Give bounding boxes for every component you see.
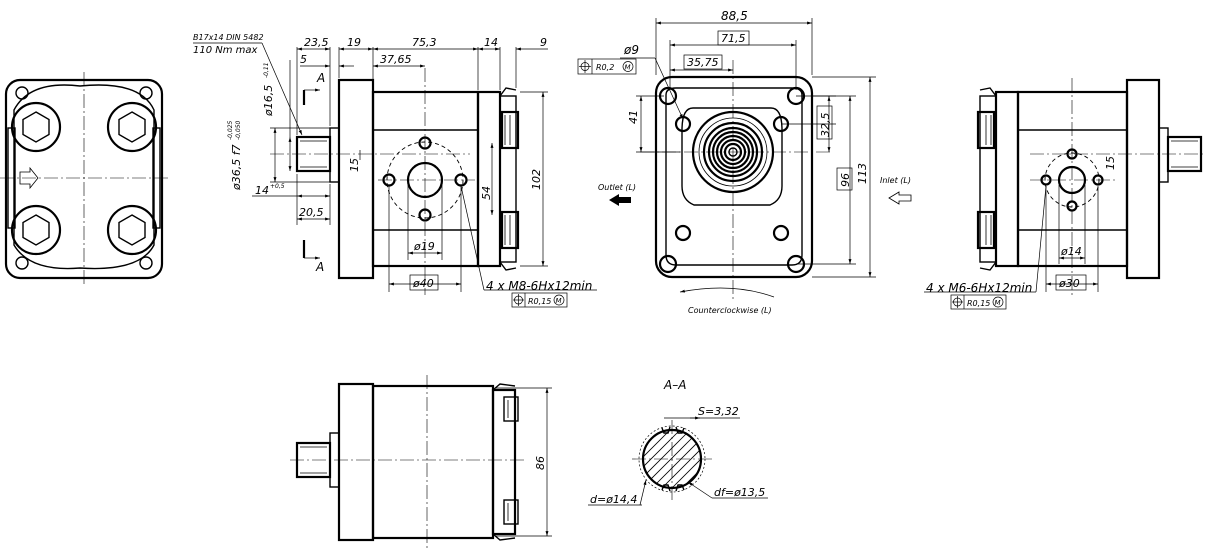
- dim-14-05-tol: +0,5: [270, 183, 285, 190]
- svg-text:M: M: [995, 299, 1001, 307]
- dim-phi14: ø14: [1060, 245, 1082, 258]
- dim-32-5: 32,5: [819, 113, 832, 138]
- section-title: A–A: [663, 378, 686, 392]
- dim-phi30: ø30: [1058, 277, 1080, 290]
- bolt-head-tr: [106, 101, 158, 153]
- position-tolerance-left: R0,15 M: [511, 292, 568, 308]
- dim-phi36-5: ø36,5 f7: [230, 144, 243, 191]
- thread-right: 4 x M6-6Hx12min: [926, 281, 1032, 295]
- dim-54: 54: [480, 186, 493, 200]
- svg-text:M: M: [625, 64, 631, 72]
- df-value: df=ø13,5: [714, 486, 765, 499]
- dim-71-5: 71,5: [721, 32, 746, 45]
- dim-35-75: 35,75: [687, 56, 719, 69]
- svg-text:R0,15: R0,15: [528, 297, 551, 306]
- d-value: d=ø14,4: [590, 493, 637, 506]
- inlet-arrow-icon: [888, 191, 912, 205]
- rotation-label: Counterclockwise (L): [688, 306, 772, 315]
- dim-14-05: 14: [255, 184, 269, 197]
- dim-phi9: ø9: [623, 43, 639, 57]
- dim-86: 86: [534, 456, 547, 470]
- dim-96: 96: [839, 173, 852, 187]
- dim-phi40: ø40: [412, 277, 434, 290]
- position-tolerance-front: R0,2 M: [577, 58, 637, 75]
- dim-phi16-5-tol: -0,11: [263, 62, 270, 78]
- outlet-arrow-icon: [609, 194, 631, 206]
- dim-23-5: 23,5: [304, 36, 329, 49]
- view-bottom: 86: [290, 375, 552, 548]
- position-tolerance-right: R0,15 M: [950, 294, 1007, 310]
- dim-9: 9: [540, 36, 547, 49]
- thread-left: 4 x M8-6Hx12min: [486, 279, 592, 293]
- bolt-head-bl: [10, 204, 62, 256]
- dim-15-right: 15: [1104, 156, 1117, 170]
- s-value: S=3,32: [698, 405, 739, 418]
- dim-5: 5: [300, 53, 307, 66]
- bolt-head-tl: [10, 101, 62, 153]
- key-spec-label: B17x14 DIN 5482: [193, 33, 264, 42]
- dim-15-left: 15: [348, 158, 361, 172]
- svg-text:R0,2: R0,2: [596, 63, 614, 72]
- dim-14: 14: [484, 36, 498, 49]
- dim-phi19: ø19: [413, 240, 435, 253]
- view-side-rear: 15 ø14 ø30 4 x M6-6Hx12min R0,15 M: [924, 78, 1205, 310]
- dim-phi36-5-tol-a: -0,025: [227, 120, 234, 140]
- dim-20-5: 20,5: [299, 206, 324, 219]
- view-left-end: [0, 72, 168, 285]
- torque-label: 110 Nm max: [193, 45, 258, 56]
- dim-19: 19: [347, 36, 361, 49]
- svg-text:M: M: [556, 297, 562, 305]
- dim-phi36-5-tol-b: -0,050: [235, 120, 242, 140]
- dim-75-3: 75,3: [412, 36, 437, 49]
- dim-102: 102: [530, 169, 543, 190]
- dim-88-5: 88,5: [721, 9, 748, 23]
- dim-37-65: 37,65: [380, 53, 412, 66]
- dim-phi16-5: ø16,5: [262, 85, 275, 117]
- view-side-shaft: A A 23,5 19 75,3 14 9 5 37,65 B17x14 DIN…: [193, 33, 597, 308]
- bolt-head-br: [106, 204, 158, 256]
- dim-113: 113: [856, 163, 869, 184]
- flow-arrow-icon: [19, 166, 39, 190]
- view-section-aa: A–A S=3,32: [588, 378, 768, 506]
- svg-text:R0,15: R0,15: [967, 299, 990, 308]
- view-front: ø9 R0,2 M 88,5 71,5 35,75 41: [577, 9, 912, 315]
- section-mark-a-bottom: A: [315, 260, 324, 274]
- section-mark-a-top: A: [316, 71, 325, 85]
- dim-41: 41: [627, 110, 640, 124]
- outlet-label: Outlet (L): [598, 183, 636, 192]
- inlet-label: Inlet (L): [880, 176, 911, 185]
